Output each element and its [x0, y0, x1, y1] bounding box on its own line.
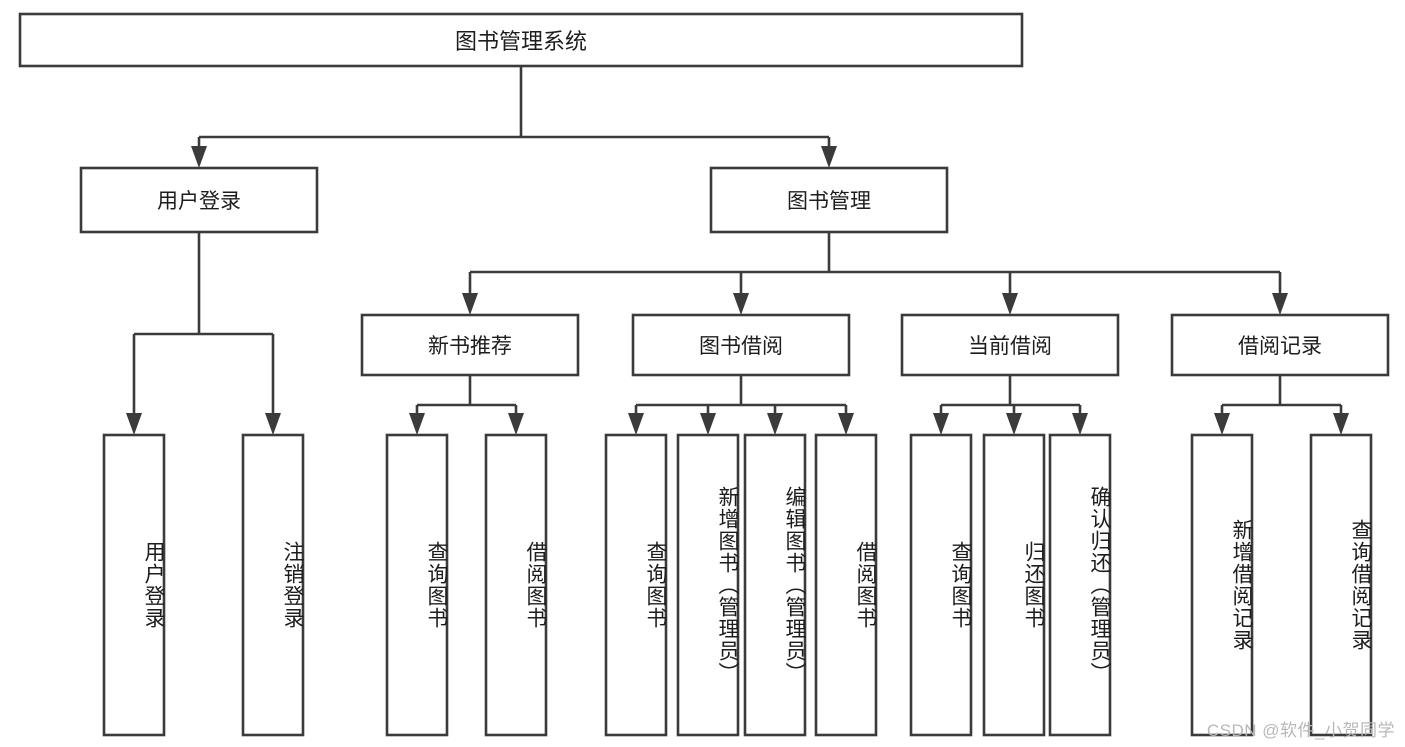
node-leaf-8[interactable] [909, 433, 973, 737]
arrow-head-root-0 [191, 146, 207, 168]
arrow-head-leaf-图书借阅-0 [628, 413, 644, 435]
arrow-head-leaf-图书借阅-1 [700, 413, 716, 435]
node-leaf-2[interactable] [385, 433, 449, 737]
node-leaf-1[interactable] [241, 433, 305, 737]
node-leaf-3[interactable] [484, 433, 548, 737]
node-leaf-9[interactable] [982, 433, 1046, 737]
arrow-head-leaf-用户登录-1 [265, 413, 281, 435]
arrow-head-book-mgmt-1 [733, 293, 749, 315]
node-l2-2[interactable] [900, 313, 1120, 377]
node-l2-3[interactable] [1170, 313, 1390, 377]
arrow-head-leaf-用户登录-0 [126, 413, 142, 435]
node-leaf-6[interactable] [743, 433, 807, 737]
node-leaf-5[interactable] [676, 433, 740, 737]
arrow-head-leaf-借阅记录-1 [1333, 413, 1349, 435]
arrow-head-leaf-图书借阅-2 [767, 413, 783, 435]
arrow-head-leaf-图书借阅-3 [838, 413, 854, 435]
node-l1-0[interactable] [79, 166, 319, 234]
arrow-head-book-mgmt-2 [1002, 293, 1018, 315]
arrow-head-leaf-新书推荐-0 [409, 413, 425, 435]
node-root-system[interactable] [18, 12, 1024, 68]
arrow-head-book-mgmt-3 [1272, 293, 1288, 315]
arrow-head-root-1 [821, 146, 837, 168]
arrow-head-leaf-新书推荐-1 [508, 413, 524, 435]
node-l2-0[interactable] [360, 313, 580, 377]
node-leaf-4[interactable] [604, 433, 668, 737]
node-l1-1[interactable] [709, 166, 949, 234]
arrow-head-leaf-当前借阅-0 [933, 413, 949, 435]
node-leaf-12[interactable] [1309, 433, 1373, 737]
arrow-head-book-mgmt-0 [462, 293, 478, 315]
node-layer [18, 12, 1390, 737]
node-leaf-10[interactable] [1048, 433, 1112, 737]
node-leaf-0[interactable] [102, 433, 166, 737]
node-leaf-11[interactable] [1190, 433, 1254, 737]
arrow-head-leaf-借阅记录-0 [1214, 413, 1230, 435]
node-leaf-7[interactable] [814, 433, 878, 737]
connector-layer [126, 66, 1349, 435]
arrow-head-leaf-当前借阅-1 [1006, 413, 1022, 435]
arrow-head-leaf-当前借阅-2 [1072, 413, 1088, 435]
node-l2-1[interactable] [631, 313, 851, 377]
